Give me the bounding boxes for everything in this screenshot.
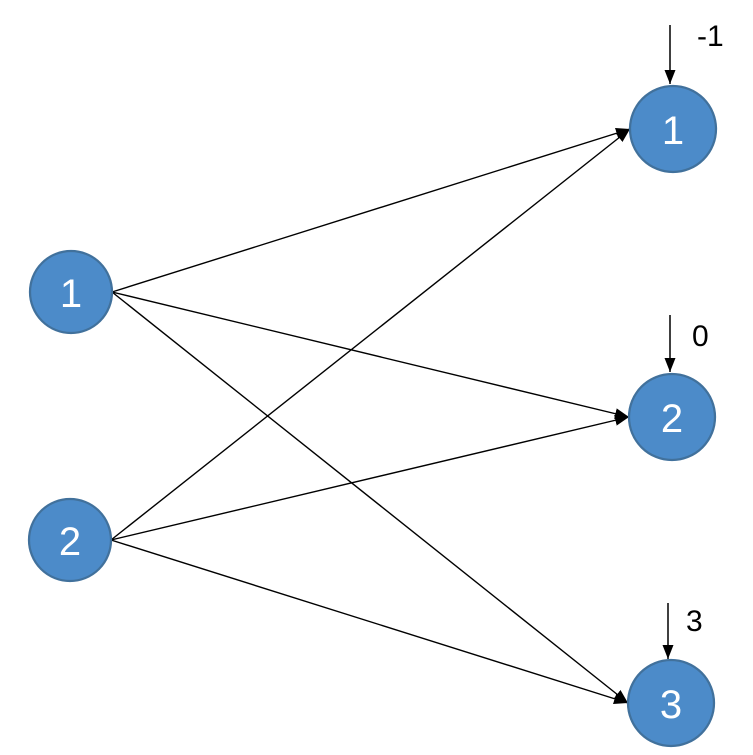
left-node-label-1: 1	[60, 272, 82, 316]
left-node-1: 1	[28, 249, 114, 335]
edge-left-2-to-right-2	[110, 414, 630, 541]
input-arrow-label-right-1: -1	[697, 20, 724, 53]
right-node-circle-2	[627, 372, 717, 462]
input-arrow-label-right-2: 0	[692, 320, 709, 353]
right-node-1: 1	[628, 84, 718, 174]
edge-left-1-to-right-1	[111, 127, 631, 293]
right-node-label-1: 1	[662, 109, 684, 153]
left-node-circle-2	[27, 497, 113, 583]
edge-left-2-to-right-3	[110, 539, 629, 705]
right-node-label-3: 3	[660, 683, 682, 727]
edge-left-1-to-right-2	[111, 291, 630, 420]
right-node-label-2: 2	[661, 397, 683, 441]
right-node-2: 2	[627, 372, 717, 462]
left-node-2: 2	[27, 497, 113, 583]
input-arrow-label-right-3: 3	[686, 605, 703, 638]
edge-left-1-to-right-3	[111, 291, 629, 704]
right-node-circle-1	[628, 84, 718, 174]
left-node-label-2: 2	[59, 520, 81, 564]
right-node-3: 3	[626, 658, 716, 748]
edge-left-2-to-right-1	[110, 128, 631, 541]
right-node-circle-3	[626, 658, 716, 748]
left-node-circle-1	[28, 249, 114, 335]
